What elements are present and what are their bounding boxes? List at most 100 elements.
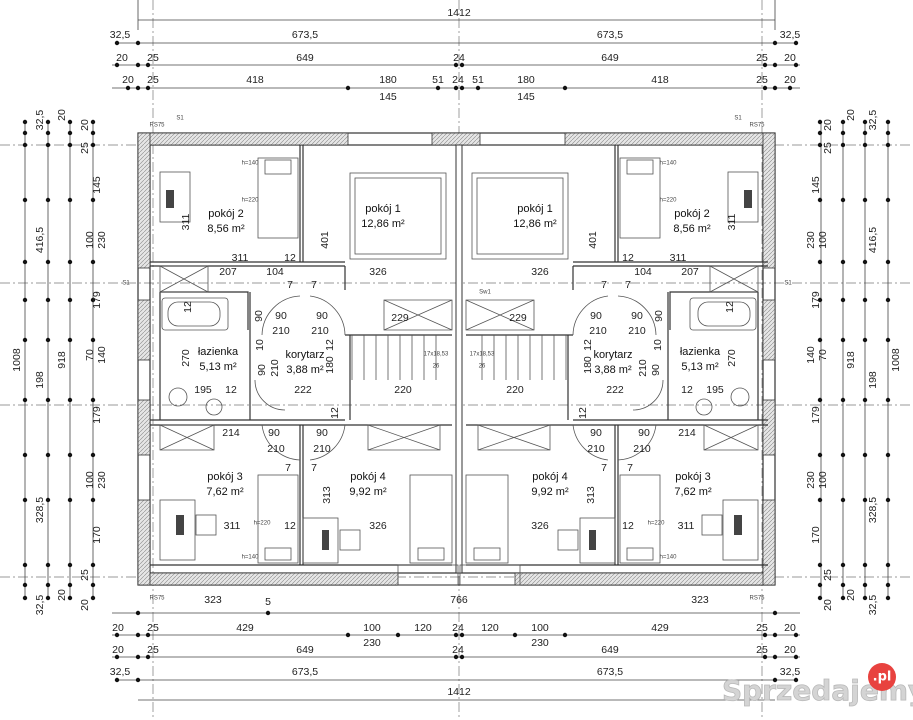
dimension-label: 198	[867, 371, 879, 389]
dimension-dot	[67, 452, 73, 458]
dimension-label: 673,5	[292, 29, 318, 41]
dimension-label: 179	[810, 291, 822, 309]
s1-label: S1	[122, 281, 130, 287]
interior-dimension: 220	[506, 384, 524, 396]
dimension-dot	[772, 85, 778, 91]
dimension-dot	[395, 632, 401, 638]
dimension-dot	[45, 497, 51, 503]
dimension-label: 20	[56, 109, 68, 121]
interior-dimension: 326	[369, 520, 387, 532]
dimension-dot	[453, 632, 459, 638]
dimension-label: 649	[601, 644, 619, 656]
h140-label: h=140	[242, 555, 260, 561]
interior-dimension: 270	[726, 349, 738, 367]
dimension-dot	[885, 142, 891, 148]
dimension-dot	[145, 85, 151, 91]
dimension-dot	[135, 632, 141, 638]
dimension-label: 20	[112, 622, 124, 634]
dimension-label: 120	[481, 622, 499, 634]
dimension-label: 100	[84, 471, 96, 489]
room-pokoj-1-area: 12,86 m²	[361, 218, 405, 230]
dimension-label: 230	[805, 471, 817, 489]
interior-dimension: 90	[316, 427, 328, 439]
dimension-dot	[453, 85, 459, 91]
dimension-dot	[135, 610, 141, 616]
dimension-dot	[793, 632, 799, 638]
dimension-label: 673,5	[597, 666, 623, 678]
dimension-label: 20	[116, 52, 128, 64]
dimension-dot	[453, 62, 459, 68]
interior-dimension: 12	[324, 339, 336, 351]
interior-dimension: 311	[180, 213, 192, 230]
interior-dimension: 214	[678, 427, 696, 439]
dimension-label: 24	[452, 644, 464, 656]
dimension-dot	[459, 85, 465, 91]
dimension-label: 145	[810, 176, 822, 194]
dimension-dot	[45, 130, 51, 136]
interior-dimension: 90	[256, 364, 268, 376]
dimension-label: 32,5	[34, 110, 46, 131]
dimension-label: 25	[756, 74, 768, 86]
dimension-label: 418	[651, 74, 669, 86]
interior-dimension: 7	[285, 462, 291, 474]
dimension-label: 145	[379, 91, 397, 103]
dimension-dot	[762, 654, 768, 660]
interior-dimension: 12	[329, 407, 341, 419]
interior-dimension: 90	[590, 427, 602, 439]
watermark-badge-text: .pl	[873, 670, 892, 685]
dimension-dot	[67, 297, 73, 303]
room-pokoj-2-area: 8,56 m²	[673, 223, 711, 235]
dimension-dot	[135, 677, 141, 683]
dimension-label: 20	[112, 644, 124, 656]
room-lazienka-name: łazienka	[198, 346, 239, 358]
dimension-dot	[45, 582, 51, 588]
dimension-dot	[885, 595, 891, 601]
interior-dimension: 229	[509, 312, 527, 324]
dimension-label: 180	[517, 74, 535, 86]
dimension-dot	[840, 142, 846, 148]
dimension-label: 20	[784, 74, 796, 86]
dimension-dot	[793, 62, 799, 68]
dimension-dot	[45, 259, 51, 265]
dimension-label: 24	[452, 74, 464, 86]
dimension-label: 323	[204, 594, 222, 606]
dimension-label: 145	[517, 91, 535, 103]
dimension-dot	[22, 297, 28, 303]
dimension-dot	[67, 130, 73, 136]
interior-dimension: 222	[294, 384, 312, 396]
dimension-dot	[90, 562, 96, 568]
dimension-label: 180	[379, 74, 397, 86]
interior-dimension: 12	[182, 301, 194, 313]
interior-dimension: 311	[726, 213, 738, 230]
dimension-label: 649	[601, 52, 619, 64]
sw1-label: Sw1	[479, 290, 491, 296]
rs75-label: RS75	[749, 596, 765, 602]
dimension-dot	[90, 259, 96, 265]
dimension-dot	[862, 197, 868, 203]
dimension-label: 145	[91, 176, 103, 194]
dimension-label: 25	[822, 569, 834, 581]
interior-dimension: 311	[232, 252, 249, 264]
dimension-dot	[90, 595, 96, 601]
interior-dimension: 90	[638, 427, 650, 439]
interior-dimension: 326	[369, 266, 387, 278]
dimension-dot	[817, 119, 823, 125]
interior-dimension: 12	[582, 339, 594, 351]
room-pokoj-1-area: 12,86 m²	[513, 218, 557, 230]
dimension-dot	[885, 397, 891, 403]
interior-dimension: 90	[590, 310, 602, 322]
dimension-dot	[67, 397, 73, 403]
dimension-dot	[459, 62, 465, 68]
dimension-dot	[45, 452, 51, 458]
dimension-dot	[22, 562, 28, 568]
dimension-dot	[45, 562, 51, 568]
s1-label: S1	[784, 281, 792, 287]
interior-dimension: 270	[180, 349, 192, 367]
dimension-label: 328,5	[34, 497, 46, 523]
dimension-dot	[840, 259, 846, 265]
dimension-dot	[67, 142, 73, 148]
dimension-label: 418	[246, 74, 264, 86]
dimension-dot	[885, 452, 891, 458]
rs75-label: RS75	[149, 123, 165, 129]
